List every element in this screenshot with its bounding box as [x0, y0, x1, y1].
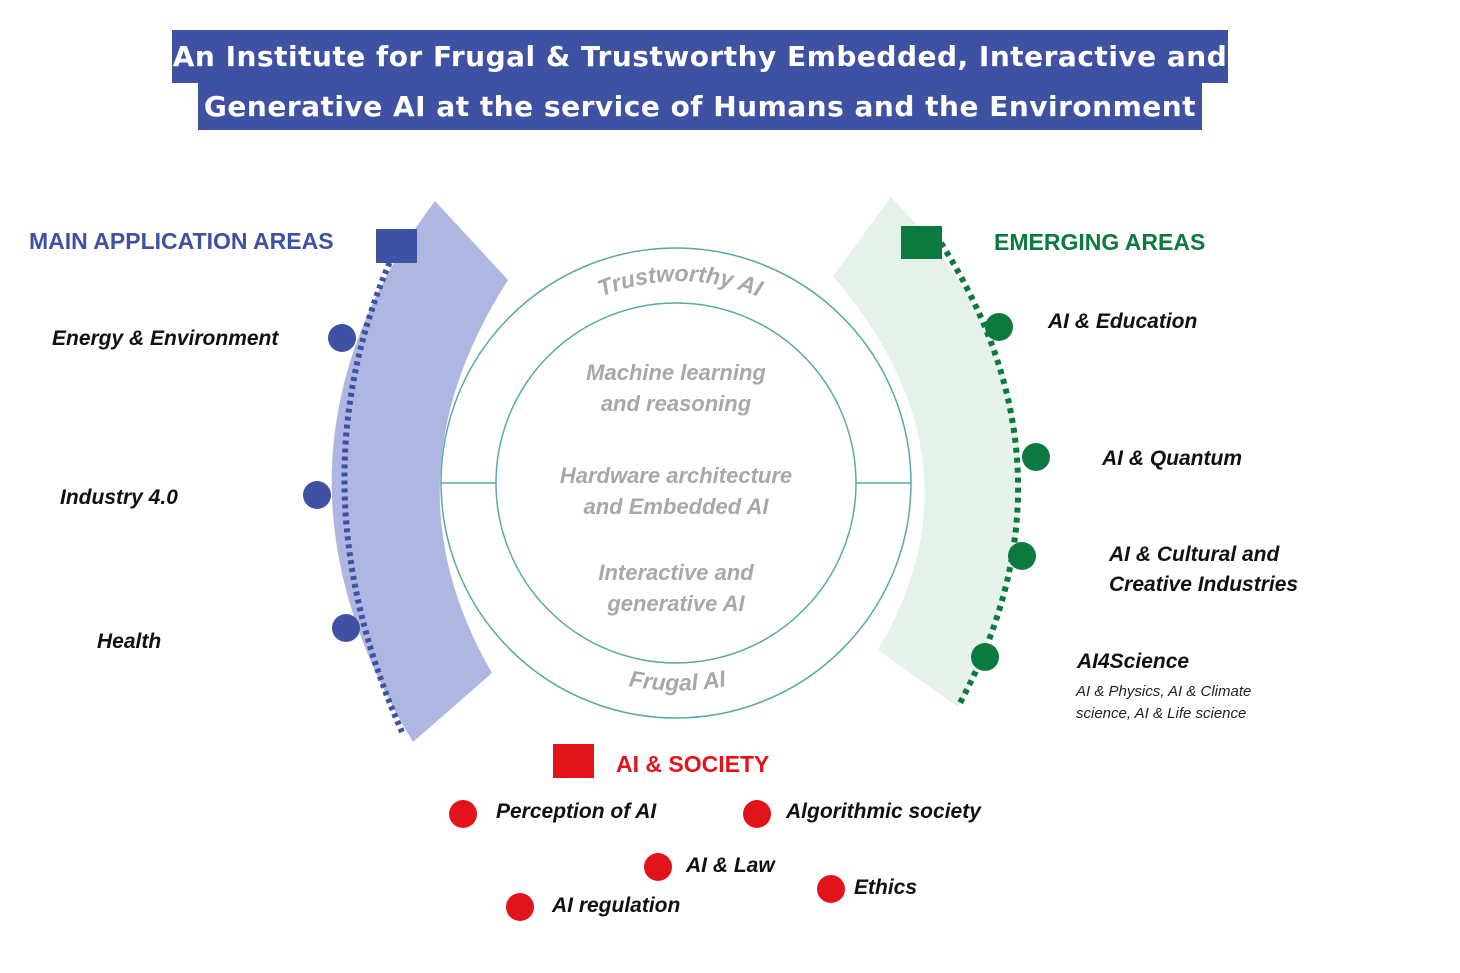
- core-hw-line-2: and Embedded AI: [583, 494, 769, 519]
- core-hw-line-1: Hardware architecture: [559, 463, 793, 488]
- title-line-1: An Institute for Frugal & Trustworthy Em…: [172, 30, 1228, 83]
- society-heading: AI & SOCIETY: [616, 751, 770, 777]
- core-ml-line-2: and reasoning: [600, 391, 752, 416]
- main-areas-dotted-arc: [341, 246, 405, 734]
- society-square: [553, 744, 594, 778]
- ai4science-label: AI4Science: [1077, 650, 1190, 673]
- health-label: Health: [97, 630, 162, 653]
- ai-education-label: AI & Education: [1048, 310, 1198, 333]
- health-dot: [332, 614, 360, 642]
- education-dot: [985, 313, 1013, 341]
- ai4science-subtitle: AI & Physics, AI & Climate science, AI &…: [1076, 681, 1251, 725]
- ethics-dot: [817, 875, 845, 903]
- core-gen-line-1: Interactive and: [598, 560, 754, 585]
- emerging-areas-square: [901, 226, 942, 259]
- main-areas-square: [376, 229, 417, 263]
- cultural-dot: [1008, 542, 1036, 570]
- algorithmic-dot: [743, 800, 771, 828]
- energy-environment-label: Energy & Environment: [52, 327, 279, 350]
- ai-cultural-label: AI & Cultural and Creative Industries: [1109, 540, 1298, 600]
- core-gen-line-2: generative AI: [607, 591, 745, 616]
- algorithmic-label: Algorithmic society: [786, 800, 981, 823]
- ai-law-label: AI & Law: [686, 854, 775, 877]
- regulation-dot: [506, 893, 534, 921]
- ethics-label: Ethics: [854, 876, 918, 899]
- emerging-areas-dotted-arc: [938, 241, 1022, 705]
- industry-label: Industry 4.0: [60, 486, 178, 509]
- ai-regulation-label: AI regulation: [552, 894, 681, 917]
- main-areas-band: [331, 201, 508, 742]
- ai4science-sub-line-2: science, AI & Life science: [1076, 705, 1247, 722]
- ai-quantum-label: AI & Quantum: [1102, 447, 1242, 470]
- perception-dot: [449, 800, 477, 828]
- main-areas-heading: MAIN APPLICATION AREAS: [29, 228, 334, 254]
- industry-dot: [303, 481, 331, 509]
- core-ml-line-1: Machine learning: [586, 360, 766, 385]
- law-dot: [644, 853, 672, 881]
- ai-cultural-line-2: Creative Industries: [1109, 573, 1299, 596]
- title-line-2: Generative AI at the service of Humans a…: [198, 83, 1202, 130]
- frugal-ai-label: Frugal AI: [627, 665, 728, 696]
- emerging-areas-heading: EMERGING AREAS: [994, 229, 1206, 255]
- emerging-areas-band: [833, 197, 1021, 707]
- core-hw-label: Hardware architecture and Embedded AI: [496, 460, 856, 522]
- perception-label: Perception of AI: [496, 800, 657, 823]
- energy-dot: [328, 324, 356, 352]
- core-ml-label: Machine learning and reasoning: [526, 357, 826, 419]
- core-gen-label: Interactive and generative AI: [526, 557, 826, 619]
- quantum-dot: [1022, 443, 1050, 471]
- ai4science-sub-line-1: AI & Physics, AI & Climate: [1076, 683, 1252, 700]
- ai4science-dot: [971, 643, 999, 671]
- ai-cultural-line-1: AI & Cultural and: [1109, 543, 1280, 566]
- trustworthy-ai-label: Trustworthy AI: [594, 260, 767, 302]
